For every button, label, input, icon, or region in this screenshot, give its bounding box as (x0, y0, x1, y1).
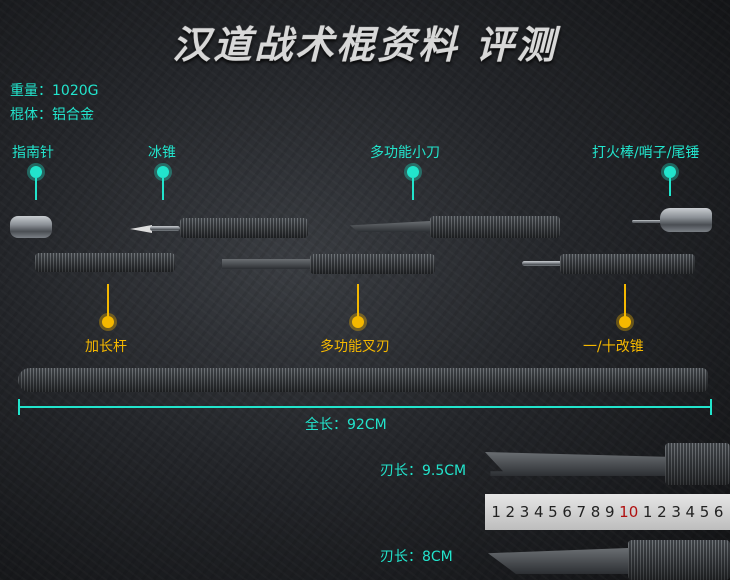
ruler-tick: 5 (548, 503, 558, 521)
extension-rod (35, 253, 175, 272)
spec-body: 棍体：铝合金 (10, 107, 94, 123)
label-screwdriver: 一/十改锥 (583, 339, 644, 355)
marker-line (669, 178, 671, 196)
ruler-tick: 6 (713, 503, 724, 521)
screwdriver-handle (560, 254, 695, 274)
marker-dot (352, 316, 364, 328)
ruler-tick: 6 (562, 503, 572, 521)
handle-closeup (628, 540, 730, 580)
compass-part (10, 216, 52, 238)
ice-pick-shaft (150, 226, 180, 231)
marker-dot (619, 316, 631, 328)
total-length-label: 全长：92CM (305, 417, 387, 433)
screwdriver-bit (522, 261, 562, 266)
marker-line (107, 284, 109, 318)
length-dimension-line (18, 406, 712, 408)
marker-line (357, 284, 359, 318)
marker-line (412, 178, 414, 200)
dimension-end (18, 399, 20, 415)
ruler-tick: 5 (699, 503, 710, 521)
marker-dot (407, 166, 419, 178)
fork-blade (222, 259, 312, 269)
ruler-tick: 3 (519, 503, 530, 521)
ruler-tick: 2 (657, 503, 667, 521)
marker-dot (157, 166, 169, 178)
label-ice-pick: 冰锥 (148, 145, 176, 161)
fire-starter-cap (660, 208, 712, 232)
marker-dot (664, 166, 676, 178)
label-knife: 多功能小刀 (370, 145, 440, 161)
label-fork: 多功能叉刃 (320, 339, 390, 355)
knife-handle (430, 216, 560, 238)
fork-blade-closeup (485, 452, 665, 476)
marker-line (162, 178, 164, 200)
ruler-tick: 4 (533, 503, 544, 521)
ruler-tick: 2 (505, 503, 516, 521)
ruler-tick: 8 (590, 503, 601, 521)
ruler-tick: 3 (671, 503, 681, 521)
marker-dot (102, 316, 114, 328)
label-extension-rod: 加长杆 (85, 339, 127, 355)
marker-line (35, 178, 37, 200)
ruler-tick: 7 (576, 503, 587, 521)
label-fire-starter: 打火棒/哨子/尾锤 (592, 145, 700, 161)
ruler-tick: 1 (491, 503, 501, 521)
ruler-tick: 4 (685, 503, 696, 521)
ruler-tick: 9 (604, 503, 615, 521)
handle-closeup (665, 443, 730, 485)
spec-weight: 重量：1020G (10, 83, 99, 99)
ruler-tick: 10 (619, 503, 639, 521)
ice-pick-handle (180, 218, 308, 238)
marker-dot (30, 166, 42, 178)
dimension-end (710, 399, 712, 415)
fire-starter-rod (632, 220, 662, 223)
ice-pick-tip (130, 225, 152, 233)
assembled-staff (18, 368, 708, 392)
label-compass: 指南针 (12, 145, 54, 161)
marker-line (624, 284, 626, 318)
page-title: 汉道战术棍资料 评测 (172, 23, 558, 67)
blade-length-2: 刃长：8CM (380, 549, 453, 565)
blade-length-1: 刃长：9.5CM (380, 463, 467, 479)
fork-handle (310, 254, 435, 274)
knife-blade (350, 221, 430, 232)
ruler-tick: 1 (642, 503, 653, 521)
